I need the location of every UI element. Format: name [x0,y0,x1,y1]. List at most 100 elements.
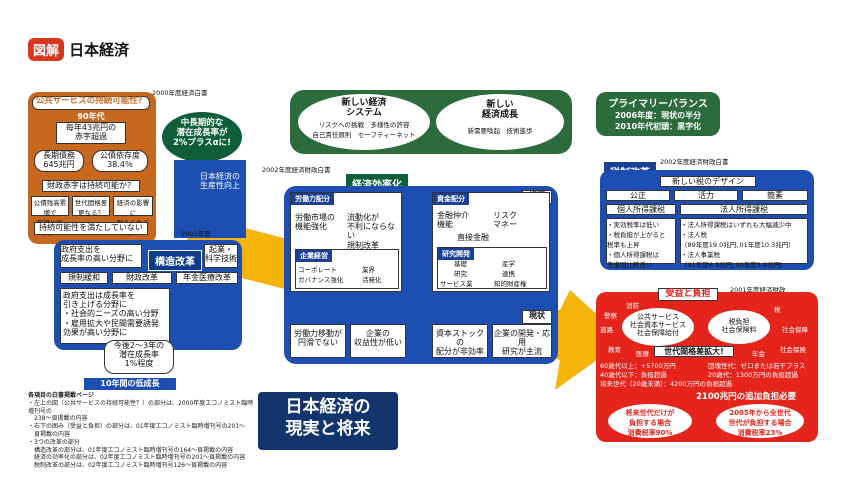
potential-growth-box: 今後2～3年の 潜在成長率 1%程度 [104,340,174,374]
word-pension: 年金 [752,350,765,358]
corp-tax: 法人所得課税 [680,204,808,215]
policy-box: 政府支出は成長率を 引き上げる分野に ・社会的ニーズの高い分野 ・雇用拡大や民間… [60,288,170,344]
research-panel: 研究開発 基礎 研究 産学 連携 サービス業 知的財産権 [437,247,547,289]
current-4: 企業の開発・応用 研究が主流 [492,324,552,358]
labor-a: 労働市場の 機能強化 [295,213,335,232]
corp-tax-text: ・法人所得課税はいずれも大幅減少中 ・法人税 （89年度19.0兆円､01年度1… [680,218,808,269]
capital-a: 金融仲介 機能 [437,211,469,230]
word-fire: 消防 [626,302,639,310]
corp-b: 業界 活発化 [362,266,382,284]
burden-right-2: 20歳代：1300万円の負担超過 [708,371,798,379]
research-b: 産学 連携 [502,260,515,278]
burden-line-2: 40歳代以下：負担超過 [600,371,667,379]
labor-b: 流動化が 不利にならない 規制改革 [347,213,395,250]
question-box: 財政赤字は持続可能か？ [42,180,140,192]
primary-line-1: 2006年度：現状の半分 [614,111,702,120]
burden-line-3: 将来世代（20歳未満）：4200万円の負担超過 [600,380,733,388]
sustainability-panel: 公共サービスの持続可能性？ 90年代 毎年43兆円の 赤字超過 長期債務 645… [28,92,156,244]
issue-box-1: 公債残高累増で 無謀に拡大？ [31,196,69,237]
current-2: 企業の 収益性が低い [350,324,406,358]
tax-col-1: 公正 [606,190,670,201]
generation-gap: 世代間格差拡大! [654,346,734,357]
reform-item-3: 年金医療改革 [176,272,238,284]
tax-design: 新しい税のデザイン [660,176,756,187]
word-social-insurance: 社会保険 [780,346,806,354]
tax-panel: 新しい税のデザイン 公正 活力 簡素 個人所得課税 法人所得課税 ・実効税率は低… [600,170,814,270]
productivity-arrow: 日本経済の 生産性向上 [174,160,246,238]
left-source: 2000年度経済白書 [152,89,208,97]
page-title: 図解 日本経済 [28,38,168,61]
burden-right-1: 団塊世代：ゼロまたは若干プラス [708,362,806,370]
center-source: 2002年度経済財政白書 [262,166,331,174]
issue-box-2: 世代間格差 更なる？ [72,196,110,217]
new-system-oval: 新しい経済 システム リスクへの挑戦 多様性の許容 自己責任原則 セーフティーネ… [298,94,430,150]
note-line: 238～頁掲載の内容 [28,415,88,423]
personal-tax: 個人所得課税 [606,204,676,215]
notes: 各項目の白書掲載ページ ・左上の図（公共サービスの持続可能性？）の部分は、200… [28,392,254,470]
new-growth-items: 新需要喚起 技術進歩 [467,126,533,135]
corp-title: 企業経営 [296,250,332,262]
new-system-items-2: 自己責任原則 セーフティーネット [312,130,416,139]
notes-head: 各項目の白書掲載ページ [28,392,94,399]
new-system-items-1: リスクへの挑戦 多様性の許容 [318,120,410,129]
growth-bubble: 中長期的な 潜在成長率が 2%プラスαに! [162,112,242,162]
issue-box-3: 経済の影響に 耐えられるか？ [113,196,153,237]
title-main: 日本経済 [69,41,130,59]
word-medical: 医療 [636,350,649,358]
primary-balance-panel: プライマリーバランス 2006年度：現状の半分 2010年代初頭：黒字化 [596,92,720,136]
efficiency-panel: 課題 労働力配分 労働市場の 機能強化 流動化が 不利にならない 規制改革 企業… [284,186,558,364]
note-line: ・右下の囲み（受益と負担）の部分は、01年度エコノミスト臨時増刊号の201～ [28,423,246,431]
note-line: ・左上の図（公共サービスの持続可能性？）の部分は、2000年度エコノミスト臨時増… [28,399,254,415]
current-3: 資本ストックの 配分が非効率 [432,324,488,358]
new-system-panel: 新しい経済 システム リスクへの挑戦 多様性の許容 自己責任原則 セーフティーネ… [290,90,572,154]
new-growth-title: 新しい 経済成長 [481,100,518,121]
current-1: 労働力移動が 円滑でない [290,324,346,358]
word-road: 道路 [600,326,613,334]
tax-col-3: 簡素 [742,190,808,201]
note-line: 構造改革の部分は、01年度エコノミスト臨時増刊号の164～頁掲載の内容 [28,446,234,454]
reform-item-1: 規制緩和 [60,272,108,284]
capital-b: リスク マネー [493,211,517,230]
research-title: 研究開発 [438,248,474,260]
note-line: 税制改革の部分は、02年度エコノミスト臨時増刊号126～頁掲載の内容 [28,462,228,470]
debt-box: 長期債務 645兆円 [34,150,84,172]
labor-title: 労働力配分 [291,193,334,205]
new-system-title: 新しい経済 システム [341,98,387,119]
extra-burden: 2100兆円の追加負担必要 [696,392,797,402]
capital-title: 資金配分 [433,193,469,205]
new-growth-oval: 新しい 経済成長 新需要喚起 技術進歩 [436,94,564,150]
note-line: 頁掲載の内容 [28,430,71,438]
deficit-box: 毎年43兆円の 赤字超過 [56,122,126,144]
word-police: 警察 [604,312,617,320]
note-line: 経済の効率化の部分は、02年度エコノミスト臨時増刊号の201～頁掲載の内容 [28,454,246,462]
structural-reform-panel: 政府支出を 成長率の高い分野に 構造改革 起業・ 科学技術 規制緩和 財政改革 … [54,240,242,350]
main-title: 日本経済の 現実と将来 [258,392,398,450]
burden-title: 受益と負担 [658,288,718,301]
word-social-security: 社会保障 [782,326,808,334]
consumption-tax-case-1: 将来世代だけが 負担する場合 消費税率90% [608,404,692,438]
low-growth-label: 10年間の低成長 [84,378,176,390]
structural-reform-title: 構造改革 [148,250,202,271]
research-d: 知的財産権 [494,280,527,288]
research-a: 基礎 研究 [454,260,467,278]
research-c: サービス業 [440,280,473,288]
year-label: 90年代 [77,112,105,121]
gov-spending-box: 政府支出を 成長率の高い分野に [60,244,142,268]
title-tag: 図解 [28,38,65,61]
public-services-oval: 公共サービス 社会資本サービス 社会保障給付 [622,308,694,346]
capital-panel: 資金配分 金融仲介 機能 リスク マネー 直接金融 研究開発 基礎 研究 産学 … [432,192,550,292]
personal-tax-text: ・実効税率は低い ・税負担が上がると 税率も上昇 ・個人所得課税は 先進国比較低… [606,218,676,269]
productivity-label: 日本経済の 生産性向上 [200,172,240,191]
primary-title: プライマリーバランス [608,99,708,110]
word-tax: 税 [774,306,781,314]
note-line: ・3つの改革の部分 [28,438,80,446]
dependency-box: 公債依存度 38.4％ [92,150,148,172]
sustainability-header: 公共サービスの持続可能性？ [32,96,150,110]
word-education: 教育 [608,346,621,354]
burden-panel: 受益と負担 消防 警察 道路 医療 教育 年金 税 社会保障 社会保険 公共サー… [596,288,818,442]
corp-panel: 企業経営 コーポレート ガバナンス強化 業界 活発化 [295,249,399,289]
consumption-tax-case-2: 2005年から全世代 世代が負担する場合 消費税率23% [716,404,804,438]
tax-col-2: 活力 [674,190,738,201]
industry-box: 起業・ 科学技術 [204,244,238,268]
corp-a: コーポレート ガバナンス強化 [298,266,344,284]
